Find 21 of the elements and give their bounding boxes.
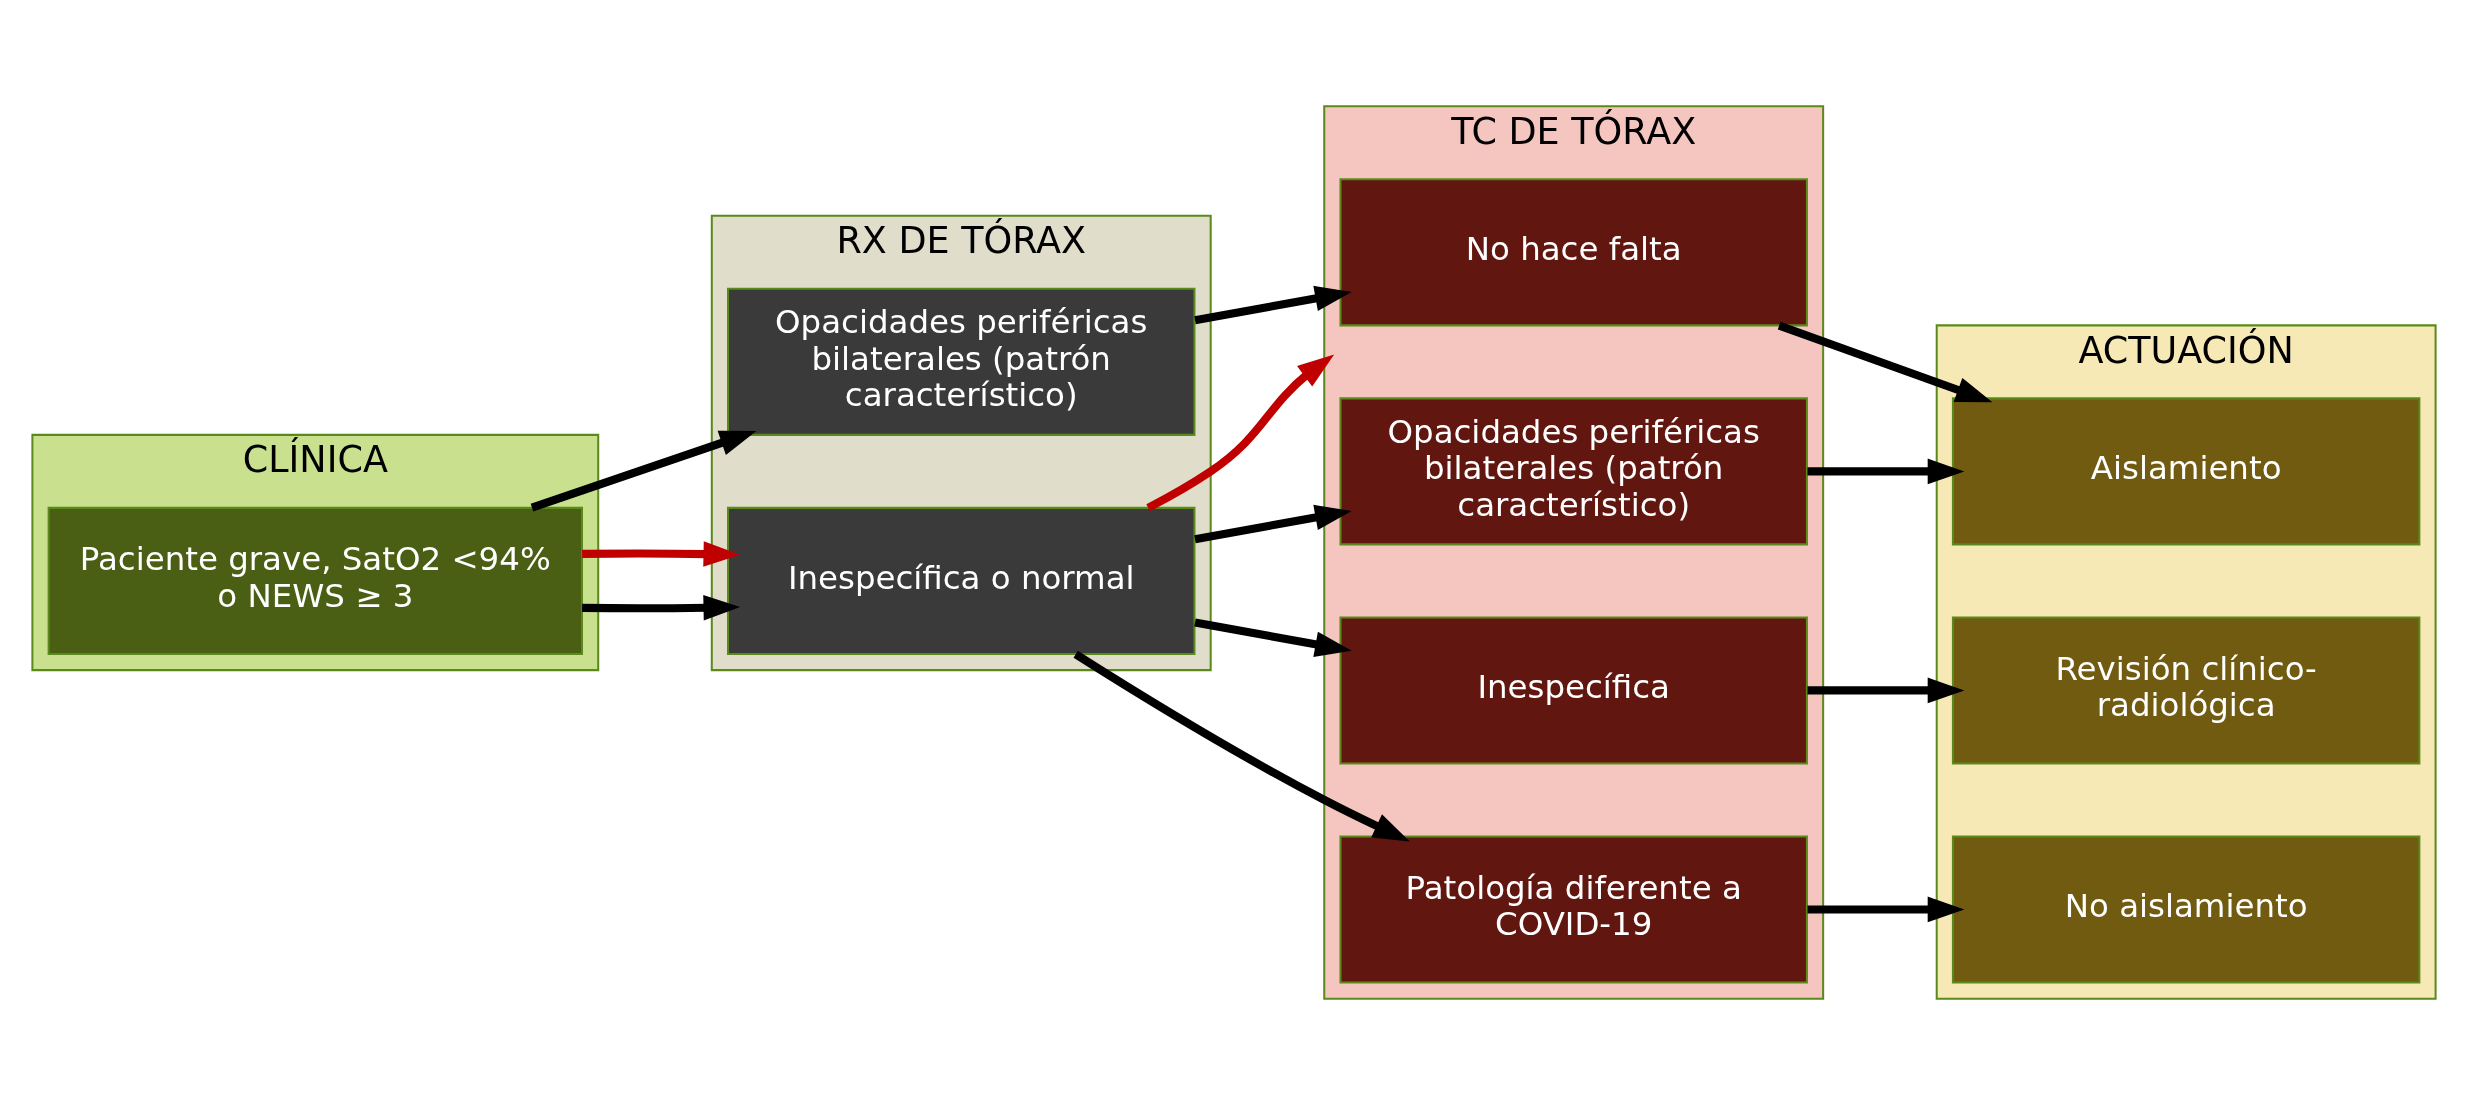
arrow xyxy=(530,430,757,511)
node-box: Inespecífica o normal xyxy=(727,506,1196,655)
node-box: Revisión clínico-radiológica xyxy=(1951,615,2421,764)
node-box: Patología diferente a COVID-19 xyxy=(1339,834,1808,983)
arrow xyxy=(1807,458,1965,484)
arrow xyxy=(582,594,741,621)
node-box: No hace falta xyxy=(1339,177,1808,326)
node-box: Inespecífica xyxy=(1339,615,1808,764)
arrow xyxy=(1073,650,1410,841)
arrow xyxy=(1146,354,1335,511)
node-box: No aislamiento xyxy=(1951,834,2421,983)
node-box: Aislamiento xyxy=(1951,396,2421,545)
arrow xyxy=(1807,677,1965,703)
node-box: Opacidades periféricas bilaterales (patrón característico) xyxy=(1339,396,1808,545)
arrow xyxy=(582,540,741,567)
node-box: Paciente grave, SatO2 <94% o NEWS ≥ 3 xyxy=(47,506,583,655)
arrow xyxy=(1194,504,1352,543)
arrow xyxy=(1194,285,1352,324)
arrow xyxy=(1807,896,1965,922)
node-box: Opacidades periféricas bilaterales (patrón característico) xyxy=(727,287,1196,436)
arrow xyxy=(1194,618,1352,657)
